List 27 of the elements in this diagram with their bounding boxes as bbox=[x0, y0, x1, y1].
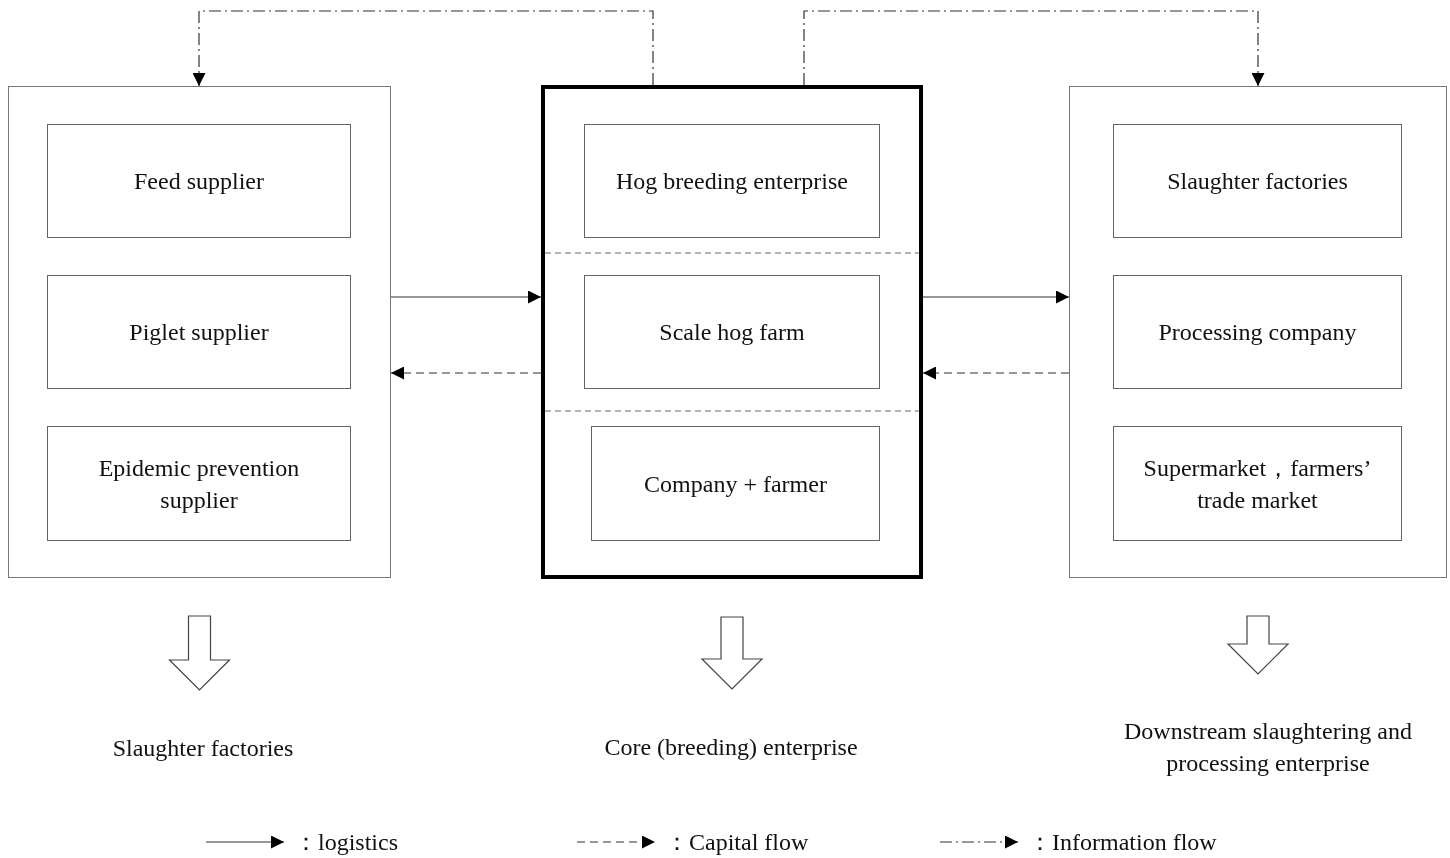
block-arrow bbox=[168, 615, 231, 691]
arrow bbox=[390, 290, 542, 304]
process-box: Scale hog farm bbox=[584, 275, 880, 389]
dashed-arrow bbox=[390, 366, 542, 380]
process-box: Epidemic prevention supplier bbox=[47, 426, 351, 541]
legend-label: ：logistics bbox=[294, 828, 398, 857]
process-box: Processing company bbox=[1113, 275, 1402, 389]
group-panel bbox=[1069, 86, 1447, 578]
dash-dot-arrow bbox=[192, 10, 654, 87]
block-arrow bbox=[700, 616, 764, 690]
process-box: Slaughter factories bbox=[1113, 124, 1402, 238]
process-box: Supermarket，farmers’ trade market bbox=[1113, 426, 1402, 541]
legend-label: ：Information flow bbox=[1028, 828, 1217, 857]
process-box: Hog breeding enterprise bbox=[584, 124, 880, 238]
block-arrow bbox=[1226, 615, 1290, 675]
arrow bbox=[922, 290, 1070, 304]
group-panel bbox=[541, 85, 923, 579]
process-box: Company + farmer bbox=[591, 426, 880, 541]
stage-label: Core (breeding) enterprise bbox=[560, 729, 902, 765]
group-panel bbox=[8, 86, 391, 578]
stage-label: Slaughter factories bbox=[70, 730, 336, 766]
legend-label: ：Capital flow bbox=[665, 828, 809, 857]
process-box: Piglet supplier bbox=[47, 275, 351, 389]
process-box: Feed supplier bbox=[47, 124, 351, 238]
dashed-arrow bbox=[922, 366, 1070, 380]
stage-label: Downstream slaughtering and processing enterprise bbox=[1110, 714, 1426, 780]
dash-dot-arrow bbox=[803, 10, 1265, 87]
